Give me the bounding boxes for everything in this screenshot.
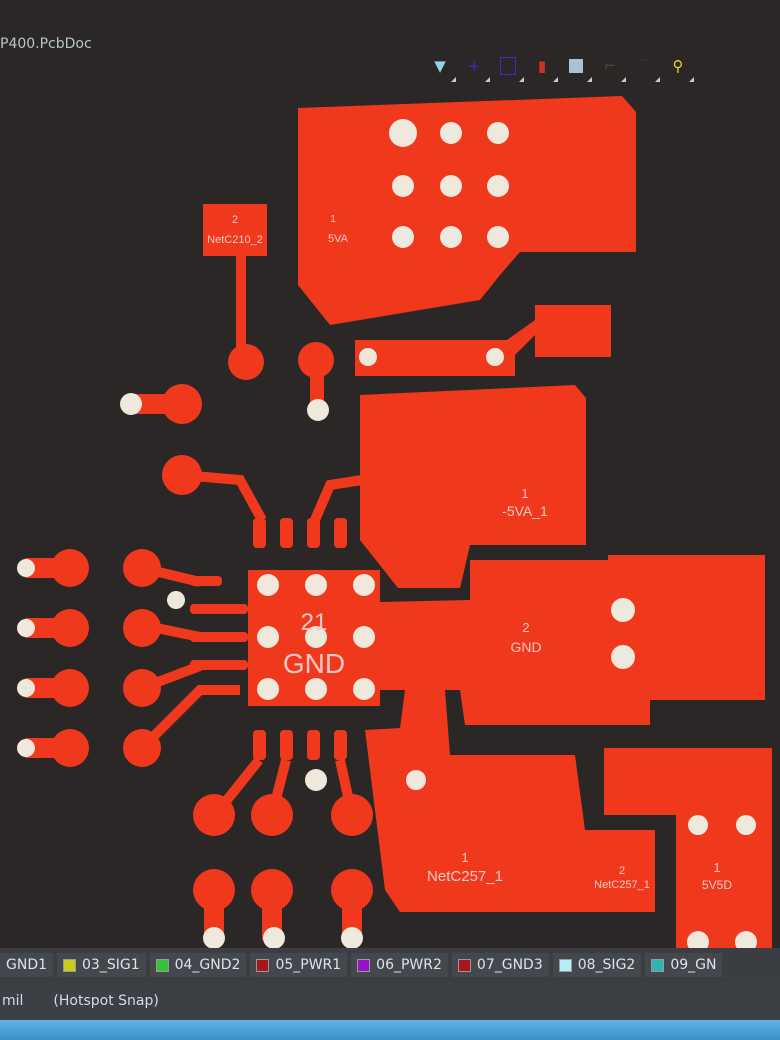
layer-tab[interactable]: 07_GND3 — [451, 953, 549, 977]
label-net: GND — [510, 639, 541, 655]
layer-tab[interactable]: 09_GN — [645, 953, 723, 977]
square-icon[interactable] — [566, 56, 592, 82]
layer-tab[interactable]: 08_SIG2 — [552, 953, 642, 977]
layer-color-swatch — [457, 958, 471, 972]
layer-tab[interactable]: 05_PWR1 — [250, 953, 348, 977]
label-num: 2 — [522, 620, 529, 635]
snap-mode: (Hotspot Snap) — [53, 993, 159, 1009]
label-net: -5VA_1 — [502, 503, 548, 519]
route-icon[interactable]: ⌐ — [600, 56, 626, 82]
label-net: NetC257_1 — [427, 868, 503, 885]
layer-color-swatch — [357, 958, 371, 972]
layer-color-swatch — [155, 958, 169, 972]
layer-tab[interactable]: 03_SIG1 — [57, 953, 146, 977]
layer-tab[interactable]: GND1 — [0, 953, 54, 977]
layer-name: 04_GND2 — [174, 957, 241, 973]
label-net: NetC210_2 — [207, 234, 263, 246]
layer-color-swatch — [558, 958, 572, 972]
layer-tab[interactable]: 04_GND2 — [149, 953, 247, 977]
layer-name: 06_PWR2 — [376, 957, 442, 973]
rectangle-select-icon[interactable] — [498, 56, 524, 82]
label-num: 1 — [713, 860, 720, 875]
pad-netc210 — [203, 204, 267, 256]
status-bar: mil (Hotspot Snap) — [0, 982, 780, 1020]
units-readout: mil — [2, 993, 24, 1009]
layer-tabs: GND1 03_SIG1 04_GND2 05_PWR1 06_PWR2 07_… — [0, 948, 780, 982]
document-tab-title[interactable]: P400.PcbDoc — [0, 36, 92, 52]
layer-name: 09_GN — [670, 957, 717, 973]
arc-icon[interactable]: ⌒ — [634, 56, 660, 82]
layer-color-swatch — [651, 958, 665, 972]
label-net: 5VA — [328, 233, 349, 245]
pad-labels: 2 NetC210_2 1 5VA 1 -5VA_1 21 GND 2 GND … — [207, 214, 732, 892]
label-num: 1 — [521, 486, 528, 501]
layer-name: 03_SIG1 — [82, 957, 140, 973]
windows-taskbar — [0, 1020, 780, 1040]
layer-name: 07_GND3 — [476, 957, 543, 973]
label-num: 2 — [232, 214, 238, 226]
pcb-toolbar: ▼ + ▮ ⌐ ⌒ ⚲ — [430, 56, 694, 82]
pcb-canvas[interactable]: 2 NetC210_2 1 5VA 1 -5VA_1 21 GND 2 GND … — [0, 90, 780, 948]
cross-icon[interactable]: + — [464, 56, 490, 82]
layer-name: 05_PWR1 — [275, 957, 342, 973]
label-num: 21 — [301, 609, 328, 636]
label-num: 1 — [330, 214, 336, 225]
filter-icon[interactable]: ▼ — [430, 56, 456, 82]
layer-name: GND1 — [6, 957, 48, 973]
probe-icon[interactable]: ⚲ — [668, 56, 694, 82]
label-net: NetC257_1 — [594, 879, 650, 891]
pour-5va — [298, 96, 636, 325]
layer-name: 08_SIG2 — [577, 957, 636, 973]
layer-color-swatch — [63, 958, 77, 972]
label-net: GND — [283, 648, 345, 679]
label-num: 1 — [461, 850, 468, 865]
layer-tab[interactable]: 06_PWR2 — [351, 953, 448, 977]
layer-color-swatch — [256, 958, 270, 972]
label-num: 2 — [619, 865, 625, 877]
chart-icon[interactable]: ▮ — [532, 56, 558, 82]
vias — [17, 119, 757, 948]
label-net: 5V5D — [702, 878, 732, 892]
copper-layer — [25, 96, 772, 948]
